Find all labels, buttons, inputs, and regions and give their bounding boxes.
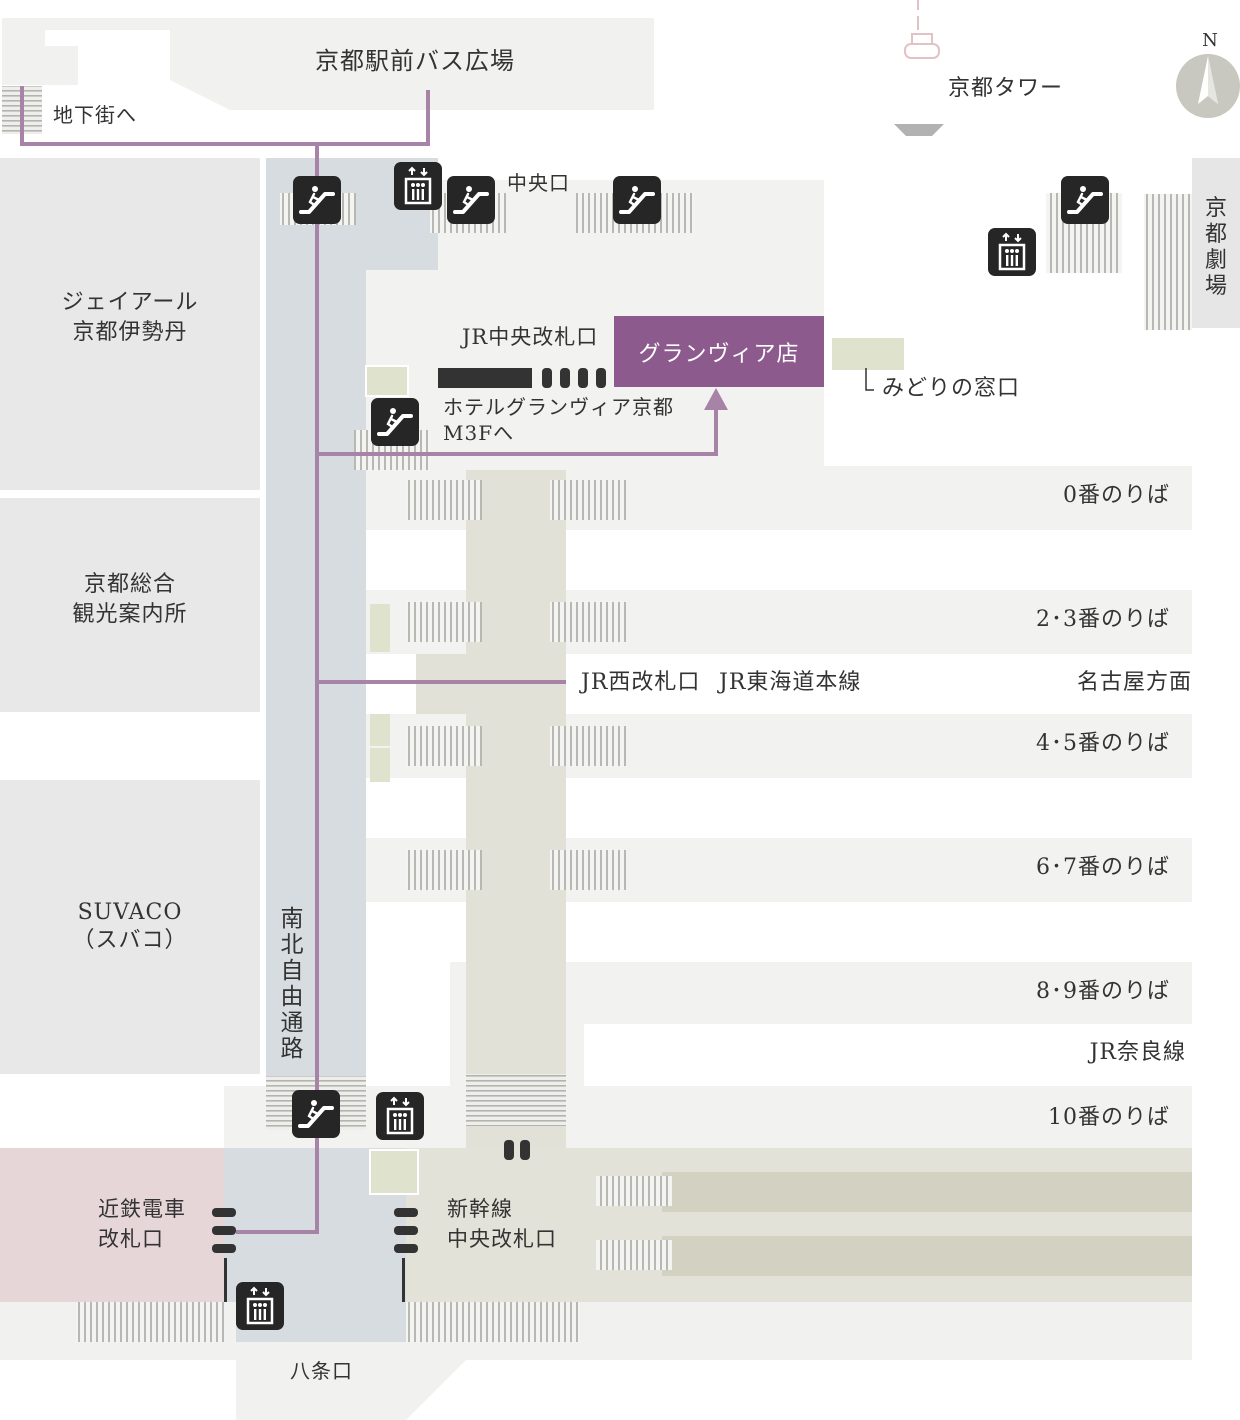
central-exit-label[interactable]: 中央口: [507, 171, 570, 195]
west-bridge: [466, 470, 566, 1150]
isetan-label-line2: 京都伊勢丹: [72, 320, 188, 345]
elevator-icon: [394, 162, 442, 210]
route-arrow: [704, 388, 728, 410]
kyoto-tower-icon: [894, 0, 944, 136]
kintetsu-gate-label-line2: 改札口: [98, 1227, 164, 1251]
kyoto-tower-label: 京都タワー: [948, 76, 1064, 101]
hotel-label-line2: M3Fへ: [443, 421, 515, 445]
bus-terminal-area: [2, 18, 654, 110]
escalator-icon: [447, 176, 495, 224]
suvaco-building: [0, 780, 260, 1074]
elevator-icon: [376, 1092, 424, 1140]
shinkansen-gate-label-line2: 中央改札口: [447, 1227, 557, 1251]
bus-terminal-label: 京都駅前バス広場: [315, 47, 515, 75]
isetan-building: [0, 158, 260, 490]
underground-mall-label[interactable]: 地下街へ: [53, 103, 137, 127]
ticket-gates: [212, 368, 606, 1302]
tourist-office-label-line1: 京都総合: [83, 572, 176, 597]
hachijo-exit-label[interactable]: 八条口: [290, 1359, 353, 1383]
north-label: N: [1202, 30, 1218, 51]
nagoya-direction-label: 名古屋方面: [1076, 670, 1192, 695]
escalator-icon: [371, 398, 419, 446]
hotel-label-line1: ホテルグランヴィア京都: [443, 395, 674, 419]
shinkansen-gate-label-line1: 新幹線: [447, 1197, 513, 1221]
tourist-office-building: [0, 498, 260, 712]
platform-0-label: 0番のりば: [1063, 483, 1170, 508]
elevator-icon: [236, 1282, 284, 1330]
kyoto-theater-label: 京都劇場: [1204, 196, 1227, 299]
isetan-label-line1: ジェイアール: [61, 290, 199, 315]
ticket-office: [832, 338, 904, 370]
suvaco-label-line2: （スバコ）: [72, 928, 188, 953]
platform-10-label: 10番のりば: [1048, 1105, 1170, 1130]
granvia-store[interactable]: グランヴィア店: [614, 316, 824, 387]
tokaido-line-label: JR東海道本線: [719, 670, 862, 695]
jr-west-gate-label: JR西改札口: [581, 670, 701, 695]
escalator-icon: [292, 1090, 340, 1138]
free-passage-label: 南北自由通路: [280, 906, 304, 1062]
suvaco-label-line1: SUVACO: [77, 900, 183, 925]
kyoto-theater: [1192, 158, 1240, 328]
kintetsu-area: [0, 1148, 224, 1302]
platform-6-7-label: 6･7番のりば: [1036, 855, 1170, 880]
escalator-icon: [1061, 176, 1109, 224]
kintetsu-gate-label-line1: 近鉄電車: [98, 1197, 186, 1221]
platform-4-5-label: 4･5番のりば: [1036, 731, 1170, 756]
escalator-icon: [613, 176, 661, 224]
north-compass-icon: [1176, 54, 1240, 118]
elevator-icon: [988, 228, 1036, 276]
platform-8-9-label: 8･9番のりば: [1036, 979, 1170, 1004]
route-path: [20, 86, 718, 1234]
platform-8-9: [450, 962, 1192, 1024]
platform-2-3-label: 2･3番のりば: [1036, 607, 1170, 632]
midori-window-label: みどりの窓口: [882, 376, 1021, 401]
jr-central-gate-label: JR中央改札口: [462, 325, 599, 349]
nara-line-label: JR奈良線: [1089, 1040, 1186, 1065]
escalator-icon: [293, 176, 341, 224]
tourist-office-label-line2: 観光案内所: [72, 602, 188, 627]
